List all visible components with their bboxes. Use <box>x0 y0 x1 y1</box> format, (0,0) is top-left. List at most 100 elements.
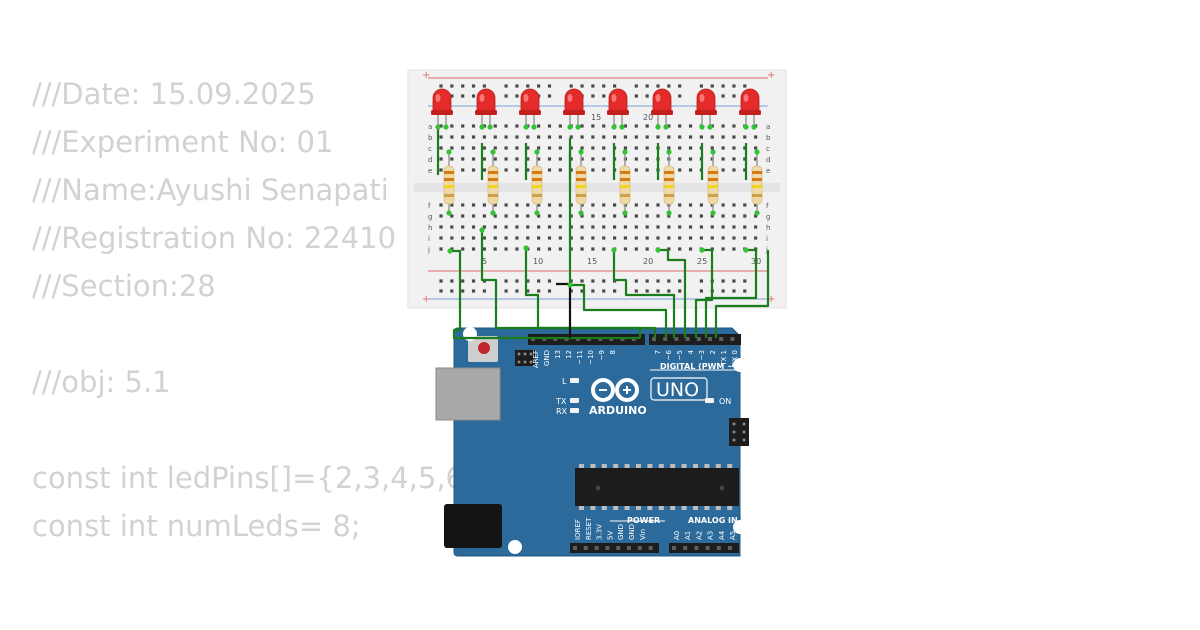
column-number: 20 <box>643 257 653 266</box>
resistor[interactable] <box>707 149 719 216</box>
pin-label: A0 <box>673 531 681 540</box>
pin-label: ~3 <box>698 350 706 360</box>
mount-hole <box>733 358 747 372</box>
usb-port <box>435 367 501 421</box>
column-number: 25 <box>697 257 707 266</box>
jumper-wire[interactable] <box>658 248 687 338</box>
pin-label: 4 <box>687 349 695 354</box>
row-letter: g <box>428 213 432 221</box>
rail-plus-label-tl: + <box>422 70 430 81</box>
pin-label: ~10 <box>587 350 595 365</box>
tx-label: TX <box>555 397 567 406</box>
led-red[interactable] <box>651 88 673 130</box>
wire-endpoint[interactable] <box>699 247 705 253</box>
wire-endpoint[interactable] <box>447 248 453 254</box>
pin-label: RESET <box>585 517 593 540</box>
wire-endpoint[interactable] <box>743 247 749 253</box>
wire-endpoint[interactable] <box>479 227 485 233</box>
row-letter: h <box>428 224 432 232</box>
row-letter: i <box>766 235 768 243</box>
led-red[interactable] <box>695 88 717 130</box>
row-letter: d <box>428 156 432 164</box>
reset-button[interactable] <box>478 342 490 354</box>
led-red[interactable] <box>519 88 541 130</box>
row-letter: f <box>428 202 431 210</box>
pin-label: GND <box>617 524 625 540</box>
led-red[interactable] <box>607 88 629 130</box>
jumper-wire[interactable] <box>694 248 714 338</box>
header-left <box>528 334 645 345</box>
wire-endpoint[interactable] <box>611 247 617 253</box>
row-letter: i <box>428 235 430 243</box>
pin-label: AREF <box>532 350 540 368</box>
digital-pwm-label: DIGITAL (PWM ~) <box>660 362 738 371</box>
jumper-wire[interactable] <box>568 151 668 338</box>
mount-hole <box>733 520 747 534</box>
pin-label: GND <box>543 350 551 366</box>
row-letter: e <box>766 167 770 175</box>
pin-label: 7 <box>654 350 662 354</box>
led-red[interactable] <box>431 88 453 130</box>
pin-label: IOREF <box>574 519 582 540</box>
chip-notch <box>595 485 601 491</box>
chip-pins <box>579 464 733 510</box>
wire-endpoint[interactable] <box>655 247 661 253</box>
resistors[interactable] <box>443 149 763 216</box>
power-label: POWER <box>627 516 660 525</box>
column-number: 5 <box>482 257 487 266</box>
code-line: ///Registration No: 22410 <box>32 221 397 255</box>
pin-label: TX 1 <box>720 350 728 367</box>
resistor[interactable] <box>751 149 763 216</box>
resistor[interactable] <box>619 149 631 216</box>
code-line: const int numLeds= 8; <box>32 509 361 543</box>
l-led <box>570 378 579 383</box>
jumper-wire[interactable] <box>612 250 676 338</box>
wire-endpoint[interactable] <box>523 245 529 251</box>
resistor[interactable] <box>443 149 455 216</box>
rx-led <box>570 408 579 413</box>
led-red[interactable] <box>739 88 761 130</box>
row-letter: j <box>765 246 768 254</box>
pin-label: ~11 <box>576 350 584 365</box>
header-analog <box>669 543 739 553</box>
jumper-wire[interactable] <box>480 230 642 338</box>
pin-label: A3 <box>707 531 715 540</box>
resistor[interactable] <box>575 149 587 216</box>
code-line: ///Section:28 <box>32 269 216 303</box>
resistor[interactable] <box>663 149 675 216</box>
resistor[interactable] <box>487 149 499 216</box>
icsp-header-right <box>729 418 749 446</box>
led-red[interactable] <box>563 88 585 130</box>
code-line: const int ledPins[]={2,3,4,5,6 <box>32 461 464 495</box>
jumper-wire[interactable] <box>450 249 640 340</box>
led-red[interactable] <box>475 88 497 130</box>
analog-in-label: ANALOG IN <box>688 516 738 525</box>
column-number: 20 <box>643 113 653 122</box>
row-letter: e <box>428 167 432 175</box>
code-line: ///Name:Ayushi Senapati <box>32 173 389 207</box>
pin-label: 13 <box>554 350 562 359</box>
leds[interactable] <box>431 88 761 130</box>
rail-plus-label-br: + <box>767 294 775 305</box>
jumper-wire[interactable] <box>704 248 758 338</box>
wire-endpoint[interactable] <box>567 282 573 288</box>
pin-label: GND <box>628 524 636 540</box>
pin-label: A5 <box>729 531 737 540</box>
jumper-wire[interactable] <box>714 250 770 338</box>
pin-label: ~5 <box>676 350 684 360</box>
resistor[interactable] <box>531 149 543 216</box>
wires[interactable] <box>436 128 770 340</box>
column-number: 10 <box>533 257 543 266</box>
rail-plus-label-tr: + <box>767 70 775 81</box>
row-letter: g <box>766 213 770 221</box>
row-letter: d <box>766 156 770 164</box>
row-letter: a <box>766 123 770 131</box>
code-line: ///Experiment No: 01 <box>32 125 334 159</box>
jumper-wire[interactable] <box>524 248 657 338</box>
pin-label: 8 <box>609 350 617 354</box>
